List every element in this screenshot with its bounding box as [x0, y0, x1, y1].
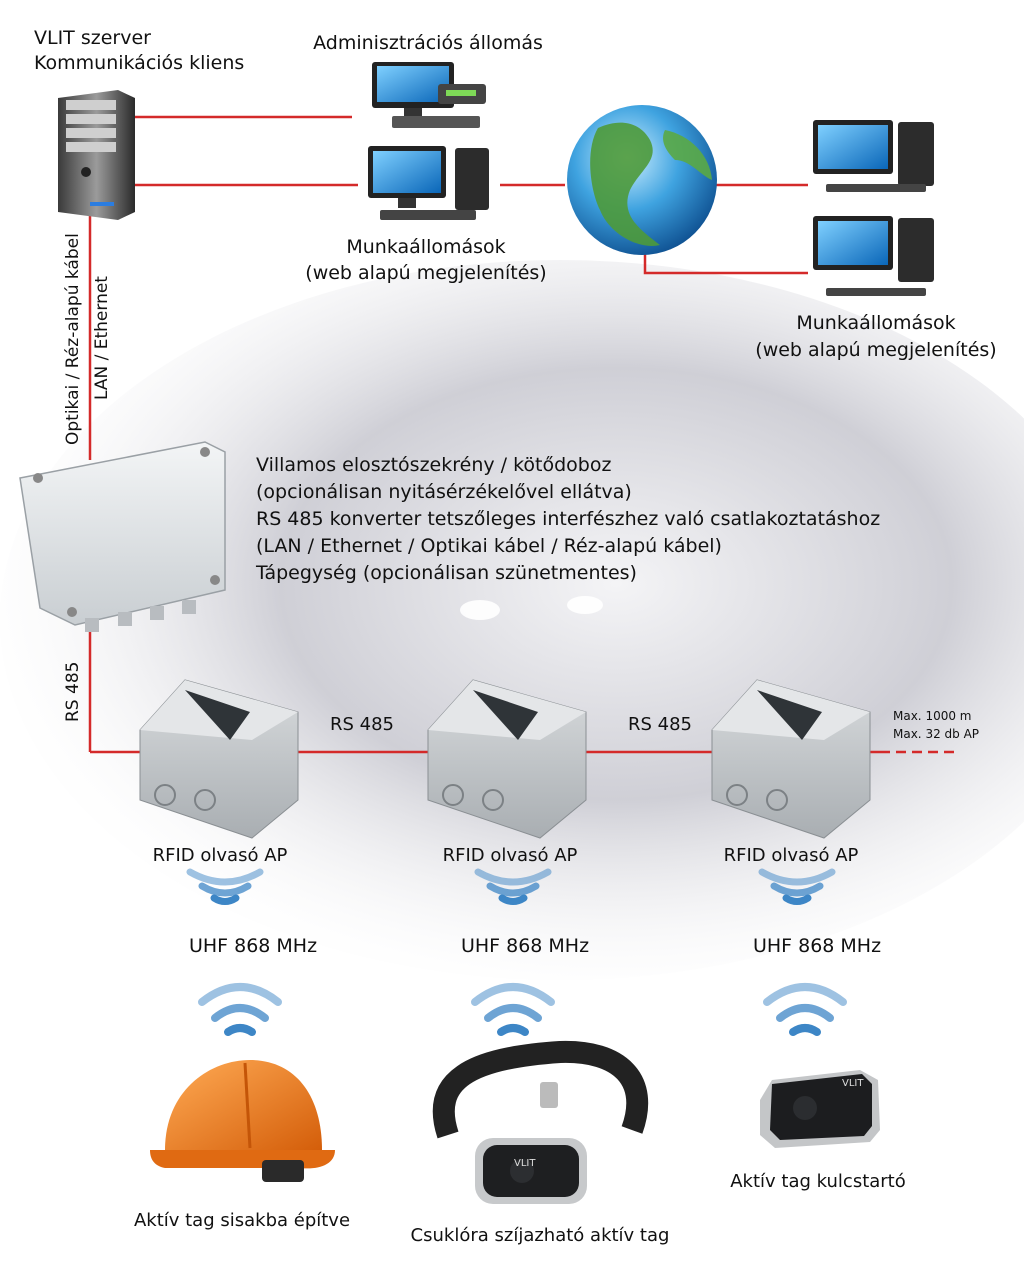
backbone-cable-label: Optikai / Réz-alapú kábel — [63, 233, 83, 445]
workstations-label: Munkaállomások — [346, 236, 506, 258]
radio-waves-icon — [186, 868, 264, 905]
remote-workstations-note: (web alapú megjelenítés) — [755, 339, 997, 361]
cabinet-line: RS 485 konverter tetszőleges interfészhe… — [256, 508, 881, 530]
radio-waves-icon — [758, 868, 836, 905]
rs485-segment-label: RS 485 — [329, 714, 395, 735]
rfid-reader-label: RFID olvasó AP — [442, 845, 578, 866]
bus-max-devices: Max. 32 db AP — [893, 727, 980, 741]
cabinet-line: Villamos elosztószekrény / kötődoboz — [256, 454, 612, 476]
remote-workstations-label: Munkaállomások — [796, 312, 956, 334]
tunnel-light — [567, 596, 603, 614]
workstation-icon — [368, 146, 489, 220]
backbone-protocol-label: LAN / Ethernet — [92, 276, 112, 400]
radio-waves-icon — [471, 983, 555, 1036]
rs485-vertical-label: RS 485 — [63, 661, 83, 722]
server-tower-icon — [58, 90, 135, 220]
rfid-reader-icon — [427, 679, 587, 839]
wristband-tag-icon — [432, 1040, 649, 1204]
admin-computer-icon — [372, 62, 486, 128]
radio-waves-icon — [763, 983, 847, 1036]
remote-workstation-icon — [813, 216, 934, 296]
radio-frequency-label: UHF 868 MHz — [188, 935, 318, 957]
server-subtitle: Kommunikációs kliens — [34, 52, 245, 74]
bus-max-length: Max. 1000 m — [893, 709, 972, 723]
cabinet-line: (opcionálisan nyitásérzékelővel ellátva) — [256, 481, 632, 503]
rfid-reader-icon — [139, 679, 299, 839]
brand-mark: VLIT — [842, 1078, 864, 1089]
helmet-tag-caption: Aktív tag sisakba építve — [133, 1210, 351, 1231]
cabinet-line: (LAN / Ethernet / Optikai kábel / Réz-al… — [256, 535, 722, 557]
rfid-reader-label: RFID olvasó AP — [152, 845, 288, 866]
tunnel-light — [460, 600, 500, 620]
rfid-reader-icon — [711, 679, 871, 839]
radio-waves-icon — [198, 983, 282, 1036]
wristband-tag-caption: Csuklóra szíjazható aktív tag — [410, 1225, 670, 1246]
brand-mark: VLIT — [514, 1158, 536, 1169]
radio-waves-icon — [474, 868, 552, 905]
rfid-reader-label: RFID olvasó AP — [723, 845, 859, 866]
internet-globe-icon — [567, 105, 717, 255]
radio-frequency-label: UHF 868 MHz — [460, 935, 590, 957]
radio-frequency-label: UHF 868 MHz — [752, 935, 882, 957]
distribution-cabinet-icon — [19, 441, 226, 632]
admin-station-label: Adminisztrációs állomás — [313, 32, 543, 54]
helmet-tag-icon — [150, 1060, 335, 1182]
keyfob-tag-caption: Aktív tag kulcstartó — [730, 1171, 906, 1192]
remote-workstation-icon — [813, 120, 934, 192]
cabinet-line: Tápegység (opcionálisan szünetmentes) — [256, 562, 637, 584]
keyfob-tag-icon — [760, 1070, 880, 1148]
rs485-segment-label: RS 485 — [627, 714, 693, 735]
server-title: VLIT szerver — [34, 27, 151, 49]
workstations-note: (web alapú megjelenítés) — [305, 262, 547, 284]
